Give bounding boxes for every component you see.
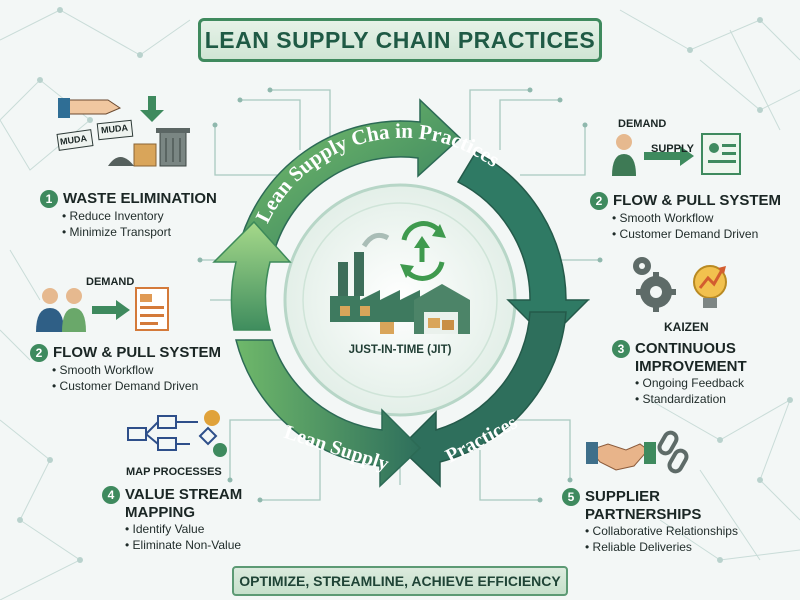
bullet-item: Customer Demand Driven [59,379,199,394]
jit-label: JUST-IN-TIME (JIT) [348,344,452,356]
chain-icon [657,430,689,474]
bullet-item: Reduce Inventory [69,209,164,224]
section-number: 4 [102,486,120,505]
footer-banner: OPTIMIZE, STREAMLINE, ACHIEVE EFFICIENCY [232,566,568,596]
person-icon [612,134,636,176]
ring-arrow-bottom-right [398,311,567,488]
ring-arrow-bottom-left [235,339,422,488]
section-heading: FLOW & PULL SYSTEM [613,192,782,209]
trash-bin-icon [156,128,190,167]
hands-icon [58,98,122,118]
bullet-item: Smooth Workflow [59,363,154,378]
demand-label-right: DEMAND [618,118,667,130]
page-title: LEAN SUPPLY CHAIN PRACTICES [204,26,596,53]
supplier-illustration [586,430,689,474]
supply-label: SUPPLY [651,143,695,155]
bullet-item: Collaborative Relationships [592,524,738,539]
bullet-item: Ongoing Feedback [642,376,744,391]
section-number: 2 [590,192,608,211]
document-icon [701,133,741,175]
section-heading: FLOW & PULL SYSTEM [53,344,222,361]
section-heading-line-2: MAPPING [125,504,196,522]
bullet-item: Standardization [642,392,726,407]
flow-left-illustration [36,287,169,332]
section-heading-line-1: SUPPLIER [585,488,661,505]
section-heading-line-1: CONTINUOUS [635,340,736,357]
gears-icon [633,257,676,312]
bullet-item: Smooth Workflow [619,211,714,226]
section-number: 3 [612,340,630,359]
map-processes-label: MAP PROCESSES [126,466,222,478]
section-heading: WASTE ELIMINATION [63,190,217,207]
person-icon [36,288,64,332]
bullet-item: Customer Demand Driven [619,227,759,242]
factory-icon [330,232,420,322]
section-heading-line-2: IMPROVEMENT [635,358,747,376]
bullet-item: Identify Value [132,522,205,537]
section-heading-line-2: PARTNERSHIPS [585,506,702,524]
handshake-icon [586,442,656,471]
ring-arrow-left [212,220,292,331]
person-icon [62,288,86,332]
flowchart-icon [127,410,227,457]
kaizen-illustration [633,257,727,312]
demand-label-left: DEMAND [86,276,135,288]
section-heading-line-1: VALUE STREAM [125,486,243,503]
waste-illustration [56,96,190,167]
kaizen-label: KAIZEN [664,320,709,334]
bullet-item: Reliable Deliveries [592,540,692,555]
bullet-item: Minimize Transport [69,225,171,240]
section-number: 5 [562,488,580,507]
title-banner: LEAN SUPPLY CHAIN PRACTICES [198,18,602,62]
document-icon [135,287,169,331]
section-number: 1 [40,190,58,209]
warehouse-icon [380,284,470,334]
flow-right-illustration [612,133,741,176]
footer-text: OPTIMIZE, STREAMLINE, ACHIEVE EFFICIENCY [239,573,561,589]
bullet-item: Eliminate Non-Value [132,538,242,553]
section-number: 2 [30,344,48,363]
ring-arrow-top [237,98,462,253]
lightbulb-icon [693,265,727,308]
download-arrow-icon [140,96,164,122]
